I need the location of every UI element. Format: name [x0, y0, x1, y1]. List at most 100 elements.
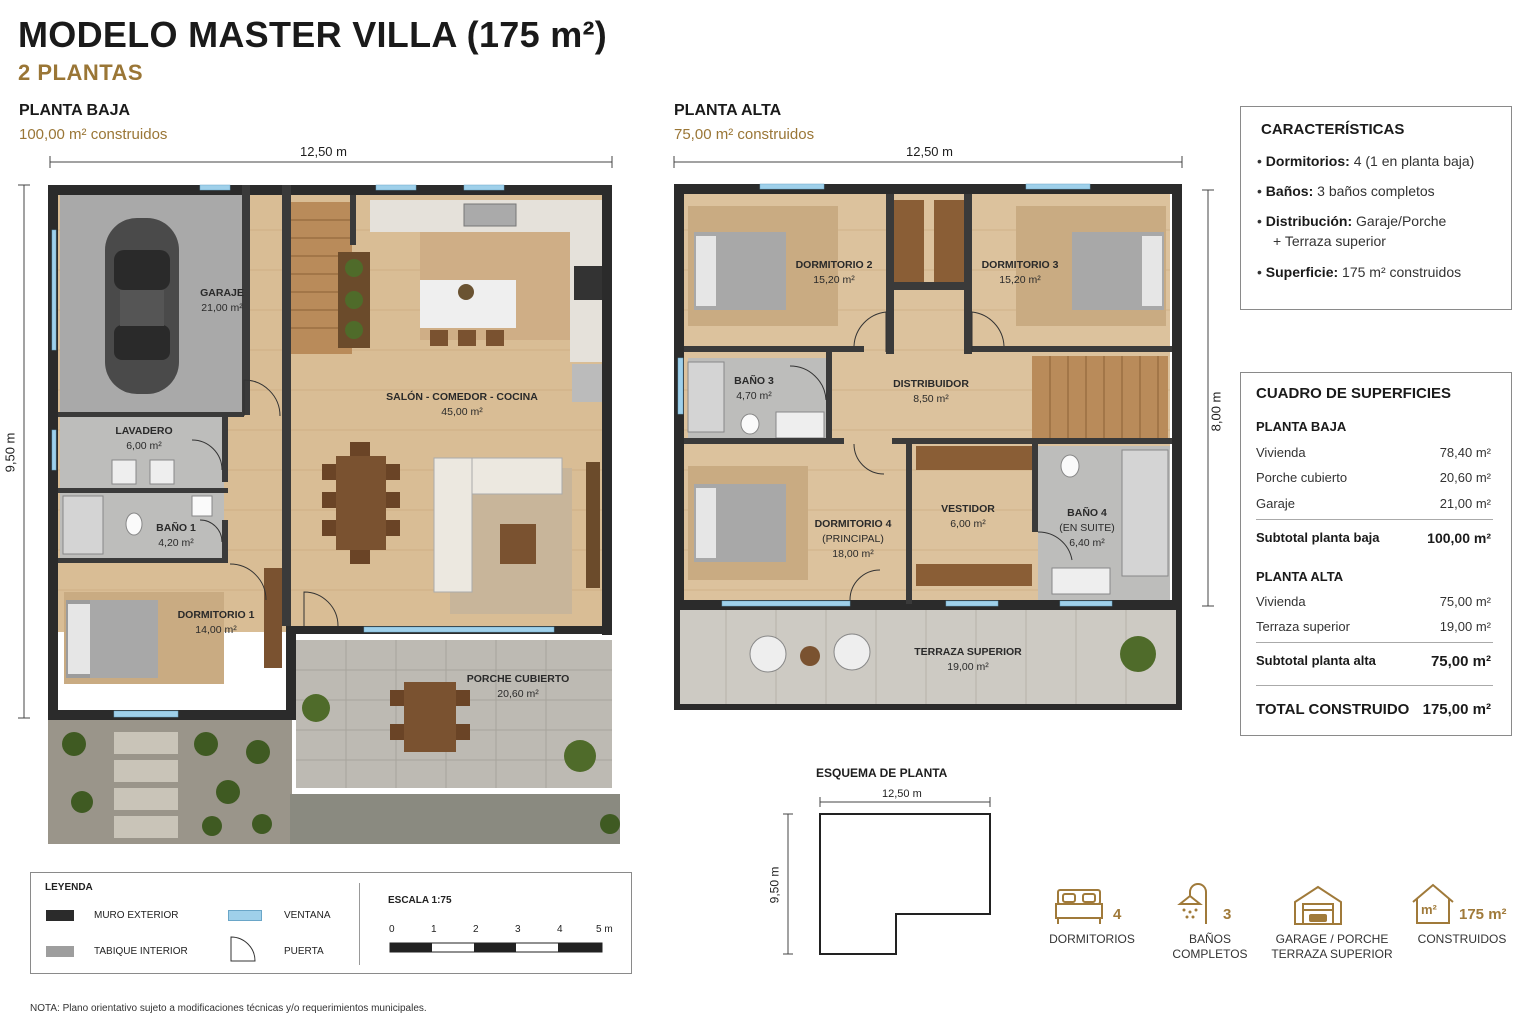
sofa: [433, 457, 563, 593]
esquema-title: ESQUEMA DE PLANTA: [816, 766, 948, 780]
plant-icon: [1120, 636, 1156, 672]
esquema-outline: [819, 813, 991, 955]
superficies-title: CUADRO DE SUPERFICIES: [1256, 385, 1452, 402]
feature-banos: • Baños: 3 baños completos: [1257, 183, 1435, 199]
plant-icon: [302, 694, 330, 722]
door-icon: [230, 936, 256, 962]
superficies-baja-title: PLANTA BAJA: [1256, 419, 1347, 434]
legend-swatch-partition: [46, 946, 74, 957]
feature-dormitorios: • Dormitorios: 4 (1 en planta baja): [1257, 153, 1475, 169]
esquema-diagram: [783, 797, 991, 955]
scale-tick: 1: [431, 924, 437, 935]
windows: [51, 184, 555, 718]
bed-furniture: [688, 466, 808, 580]
stat-area-number: 175 m²: [1459, 906, 1507, 923]
door-swings: [191, 379, 339, 627]
planta-alta-height: 8,00 m: [1208, 391, 1224, 432]
dimension-width: [673, 156, 1183, 168]
dimension-height: [1202, 189, 1214, 607]
stairs: [1032, 356, 1168, 438]
feature-distribucion: • Distribución: Garaje/Porche: [1257, 213, 1447, 229]
dimension-height: [18, 184, 30, 719]
planta-alta-area: 75,00 m² construidos: [674, 126, 815, 143]
car-icon: [105, 218, 179, 394]
superficies-alta-title: PLANTA ALTA: [1256, 569, 1344, 584]
house-area-icon: [1412, 883, 1454, 924]
dimension-width: [49, 156, 613, 168]
feature-superficie: • Superficie: 175 m² construidos: [1257, 264, 1462, 280]
shower-icon: [1177, 883, 1207, 924]
feature-distribucion-2: + Terraza superior: [1273, 233, 1386, 249]
stat-dormitorios-label: DORMITORIOS: [1049, 932, 1135, 946]
interior-walls: [684, 194, 1172, 604]
bed-icon: [1055, 889, 1103, 924]
wardrobe: [264, 568, 282, 668]
legend-swatch-wall: [46, 910, 74, 921]
scale-tick: 3: [515, 924, 521, 935]
legend-label: MURO EXTERIOR: [94, 910, 179, 921]
divider: [1256, 519, 1493, 520]
page-title: MODELO MASTER VILLA (175 m²): [18, 14, 608, 55]
bed-furniture: [688, 206, 838, 326]
tv-unit: [586, 462, 600, 588]
planta-alta-width: 12,50 m: [906, 144, 953, 159]
scale-bar: [389, 942, 603, 953]
divider: [359, 883, 360, 965]
page-subtitle: 2 PLANTAS: [18, 60, 144, 85]
wardrobe: [934, 200, 964, 282]
wardrobe: [916, 446, 1032, 470]
lavadero-floor: [60, 416, 224, 488]
bed-furniture: [66, 600, 158, 678]
room-bano-4: BAÑO 4(EN SUITE)6,40 m²: [1059, 507, 1115, 549]
legend-swatch-window: [228, 910, 262, 921]
planta-baja-title: PLANTA BAJA: [19, 102, 131, 119]
porch-table: [404, 682, 456, 752]
divider: [1256, 685, 1493, 686]
scale-tick: 5 m: [596, 924, 613, 935]
interior-walls: [58, 185, 356, 626]
legend-label: TABIQUE INTERIOR: [94, 946, 188, 957]
wardrobe: [894, 200, 924, 282]
leyenda-card: LEYENDA MURO EXTERIOR VENTANA TABIQUE IN…: [30, 872, 632, 974]
dining-table: [336, 456, 386, 550]
windows: [677, 183, 1113, 607]
planta-baja-plan: [18, 156, 620, 844]
esquema-width: 12,50 m: [882, 788, 922, 800]
scale-tick: 2: [473, 924, 479, 935]
scale-tick: 4: [557, 924, 563, 935]
planta-alta-plan: [673, 156, 1214, 710]
leyenda-title: LEYENDA: [45, 882, 93, 893]
caracteristicas-card: CARACTERÍSTICAS • Dormitorios: 4 (1 en p…: [1240, 106, 1512, 310]
legend-label: VENTANA: [284, 910, 331, 921]
chair-icon: [749, 635, 787, 673]
house-area-badge: m²: [1421, 902, 1437, 917]
door-swings: [789, 311, 1073, 601]
nota-text: NOTA: Plano orientativo sujeto a modific…: [30, 1003, 427, 1014]
garage-icon: [1294, 885, 1342, 925]
divider: [1256, 642, 1493, 643]
planta-baja-area: 100,00 m² construidos: [19, 126, 168, 143]
stat-area-label: CONSTRUIDOS: [1417, 932, 1507, 946]
stat-banos-number: 3: [1223, 906, 1232, 923]
